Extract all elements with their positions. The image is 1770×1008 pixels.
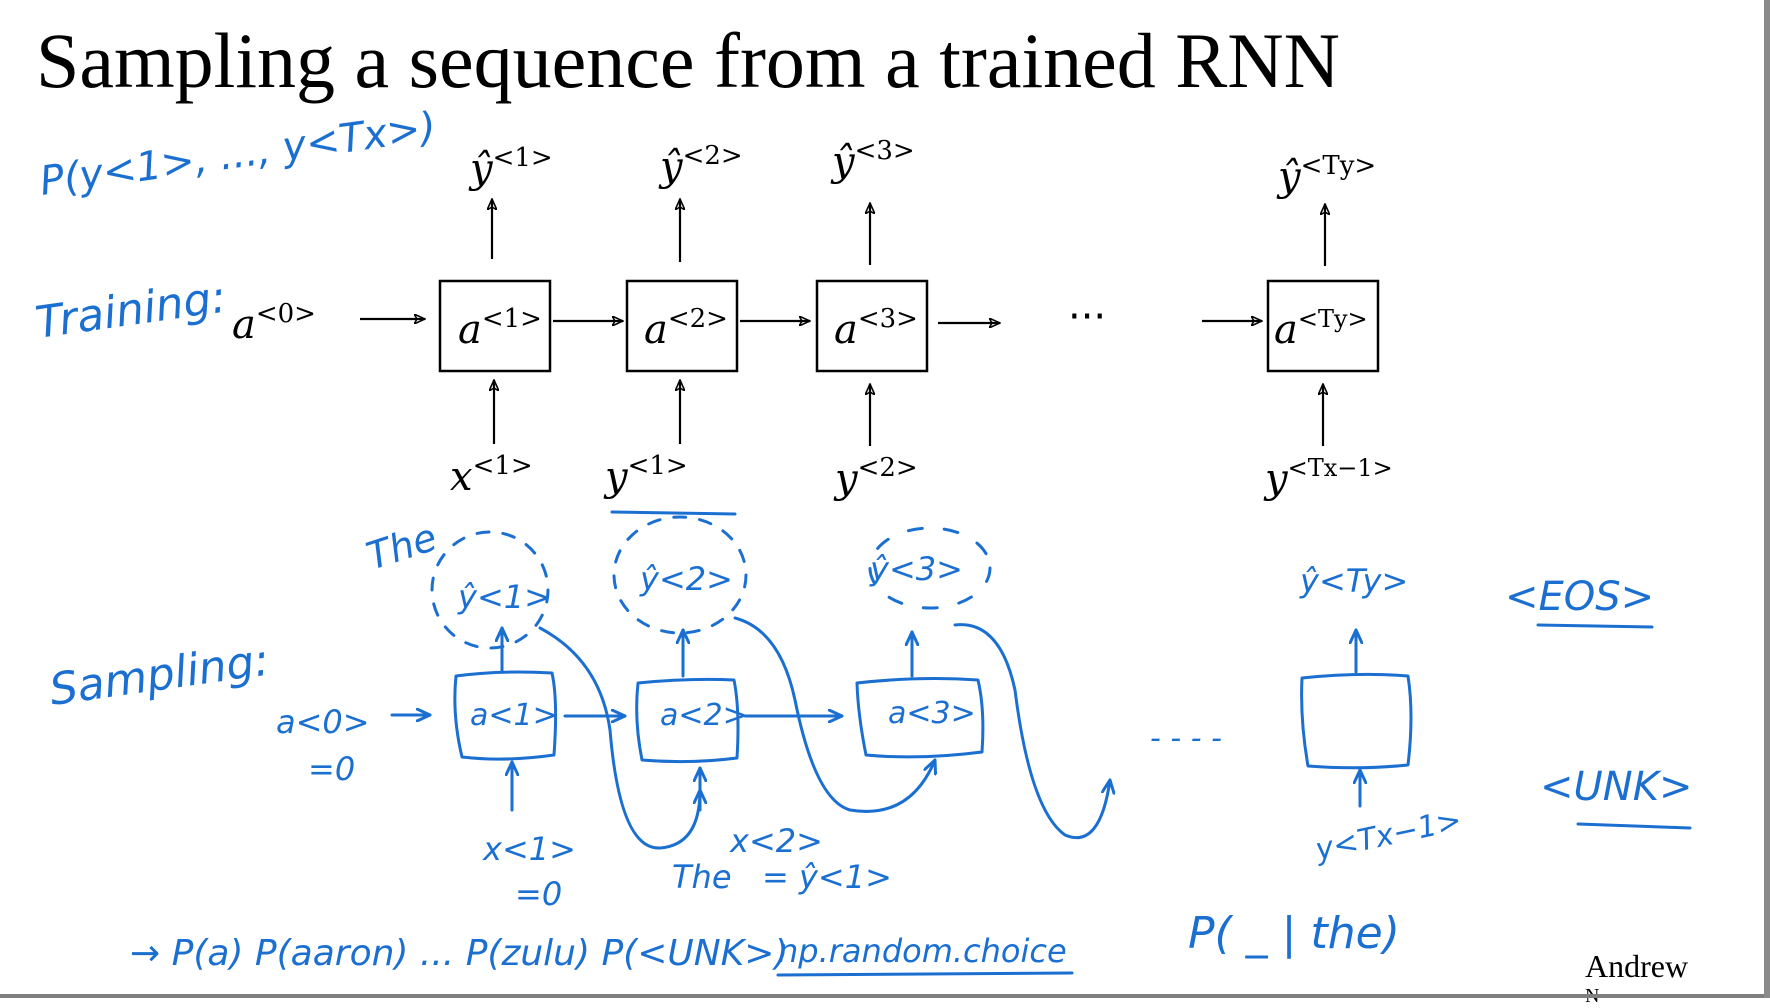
training-input-T: y<Tx−1> (1263, 454, 1393, 502)
np-random-choice-note: np.random.choice (778, 932, 1067, 970)
sample-yhat-1: ŷ<1> (457, 578, 551, 616)
slide-right-border (1764, 0, 1770, 998)
sample-cell-1-label: a<1> (470, 698, 558, 733)
cell-activation-label: a<Ty> (1274, 305, 1368, 353)
sampling-section (390, 510, 1692, 977)
sample-input-2: x<2> (729, 822, 823, 860)
sampling-cell-T-box (1300, 672, 1413, 770)
rnn-cell-box (625, 279, 739, 373)
sampling-cell-3-box (855, 677, 985, 759)
sample-input-1-value: =0 (515, 875, 562, 913)
underline-eos (1536, 623, 1654, 629)
sampling-a0: a<0> (276, 703, 370, 741)
feedback-curve-2 (733, 616, 935, 813)
sample-yhat-3: ŷ<3> (869, 550, 963, 588)
training-input-1: x<1> (450, 451, 533, 500)
slide-bottom-border (0, 994, 1770, 998)
softmax-probabilities-note: → P(a) P(aaron) ... P(zulu) P(<UNK>) (130, 933, 788, 974)
sample-circle-1 (430, 530, 550, 650)
feedback-curve-3 (953, 623, 1110, 840)
training-input-3: y<2> (833, 453, 918, 502)
training-yhat-T: ŷ<Ty> (1276, 151, 1376, 200)
sample-input-2-word: The (672, 858, 732, 896)
training-yhat-3: ŷ<3> (830, 136, 915, 185)
rnn-cell-box (815, 279, 929, 373)
unk-token: <UNK> (1540, 764, 1692, 810)
sample-circle-2 (612, 515, 748, 635)
underline-y1-input (610, 510, 737, 516)
training-cell-2: a<2> (625, 279, 739, 373)
training-cell-1: a<1> (438, 279, 552, 373)
training-cell-3: a<3> (815, 279, 929, 373)
training-yhat-2: ŷ<2> (658, 141, 743, 190)
slide-title: Sampling a sequence from a trained RNN (36, 17, 1340, 104)
underline-unk (1576, 822, 1692, 830)
training-a0: a<0> (232, 299, 316, 348)
sample-yhat-2: ŷ<2> (639, 560, 733, 598)
sample-cell-3-label: a<3> (888, 696, 976, 731)
rnn-cell-box (438, 279, 552, 373)
rnn-cell-box (1266, 279, 1380, 373)
author-name: Andrew (1585, 948, 1689, 984)
sampling-ellipsis: - - - - (1150, 721, 1222, 756)
sampling-text: Sampling: a<0> =0 The a<1> a<2> a<3> ŷ<1… (46, 515, 1692, 974)
feedback-curve-1 (538, 626, 700, 850)
conditional-probability-note: P( _ | the) (1188, 908, 1400, 959)
sample-circle-3 (868, 526, 992, 610)
sample-input-T: y<Tx−1> (1311, 803, 1464, 868)
probability-note: P(y<1>, ..., y<Tx>) (37, 104, 439, 205)
sampling-a0-value: =0 (308, 750, 355, 788)
training-cell-T: a<Ty> (1266, 279, 1380, 373)
cell-activation-label: a<3> (834, 304, 918, 353)
sampling-cell-2-box (635, 677, 740, 764)
sampling-label: Sampling: (46, 635, 272, 716)
underline-np-random (776, 971, 1074, 977)
cell-activation-label: a<2> (644, 304, 728, 353)
sample-input-1: x<1> (482, 830, 576, 868)
training-ellipsis: ··· (1068, 294, 1106, 340)
training-section: a<0> ··· a<1> a<2> (232, 136, 1393, 502)
eos-token: <EOS> (1505, 574, 1654, 620)
cell-activation-label: a<1> (458, 304, 542, 353)
sample-cell-2-label: a<2> (660, 698, 748, 733)
sampling-cell-1-box (453, 670, 558, 761)
sampled-word-the: The (361, 515, 442, 579)
training-label: Training: (32, 272, 229, 349)
training-yhat-1: ŷ<1> (468, 143, 553, 192)
sample-input-2-value: = ŷ<1> (762, 858, 892, 896)
training-input-2: y<1> (603, 451, 688, 500)
sample-yhat-T: ŷ<Ty> (1299, 562, 1408, 600)
